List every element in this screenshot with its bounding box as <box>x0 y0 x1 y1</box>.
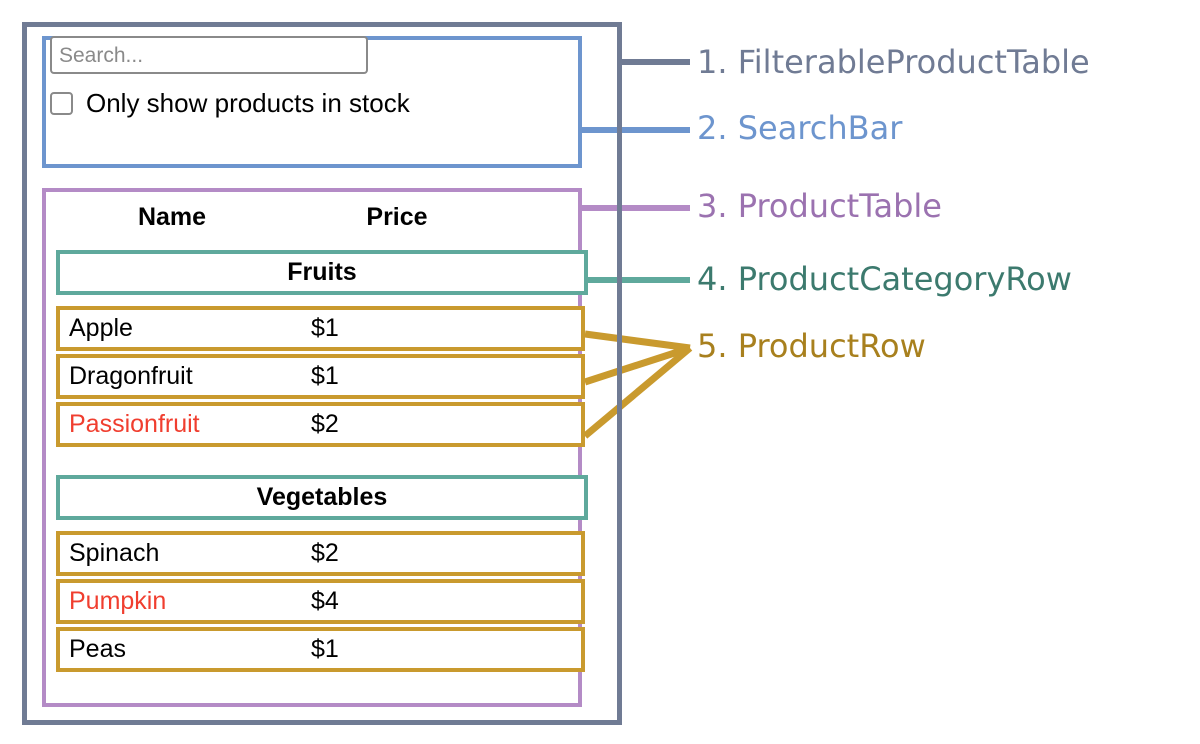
product-name: Spinach <box>69 539 160 567</box>
product-table-content: Name Price Fruits Apple $1 Dragonfruit $… <box>42 188 588 707</box>
product-name: Apple <box>69 314 133 342</box>
product-price: $4 <box>311 587 339 615</box>
search-input-placeholder: Search... <box>59 43 144 67</box>
product-row: Passionfruit $2 <box>56 402 585 447</box>
product-price: $2 <box>311 410 339 438</box>
legend-item-product-row: 5. ProductRow <box>697 327 926 365</box>
product-row: Spinach $2 <box>56 531 585 576</box>
column-header-name: Name <box>137 202 207 231</box>
product-price: $1 <box>311 635 339 663</box>
legend-item-product-category-row: 4. ProductCategoryRow <box>697 260 1072 298</box>
column-header-price: Price <box>366 202 428 231</box>
legend-item-search-bar: 2. SearchBar <box>697 109 903 147</box>
category-label: Vegetables <box>256 483 388 511</box>
legend-item-filterable-product-table: 1. FilterableProductTable <box>697 43 1090 81</box>
product-category-row: Fruits <box>56 250 588 295</box>
filterable-product-table-boundary <box>22 22 622 725</box>
search-input[interactable]: Search... <box>50 36 368 74</box>
only-in-stock-checkbox[interactable] <box>50 91 73 115</box>
table-header-row: Name Price <box>42 196 582 238</box>
product-name: Peas <box>69 635 126 663</box>
product-category-row: Vegetables <box>56 475 588 520</box>
product-price: $1 <box>311 314 339 342</box>
product-price: $2 <box>311 539 339 567</box>
product-row: Dragonfruit $1 <box>56 354 585 399</box>
product-row: Apple $1 <box>56 306 585 351</box>
only-in-stock-label: Only show products in stock <box>86 88 410 118</box>
product-row: Pumpkin $4 <box>56 579 585 624</box>
product-price: $1 <box>311 362 339 390</box>
stock-filter-row[interactable]: Only show products in stock <box>50 86 410 120</box>
product-name: Passionfruit <box>69 410 200 438</box>
product-table-boundary <box>42 188 582 707</box>
product-name: Dragonfruit <box>69 362 193 390</box>
legend-item-product-table: 3. ProductTable <box>697 187 942 225</box>
category-label: Fruits <box>287 258 357 286</box>
product-row: Peas $1 <box>56 627 585 672</box>
product-name: Pumpkin <box>69 587 167 615</box>
